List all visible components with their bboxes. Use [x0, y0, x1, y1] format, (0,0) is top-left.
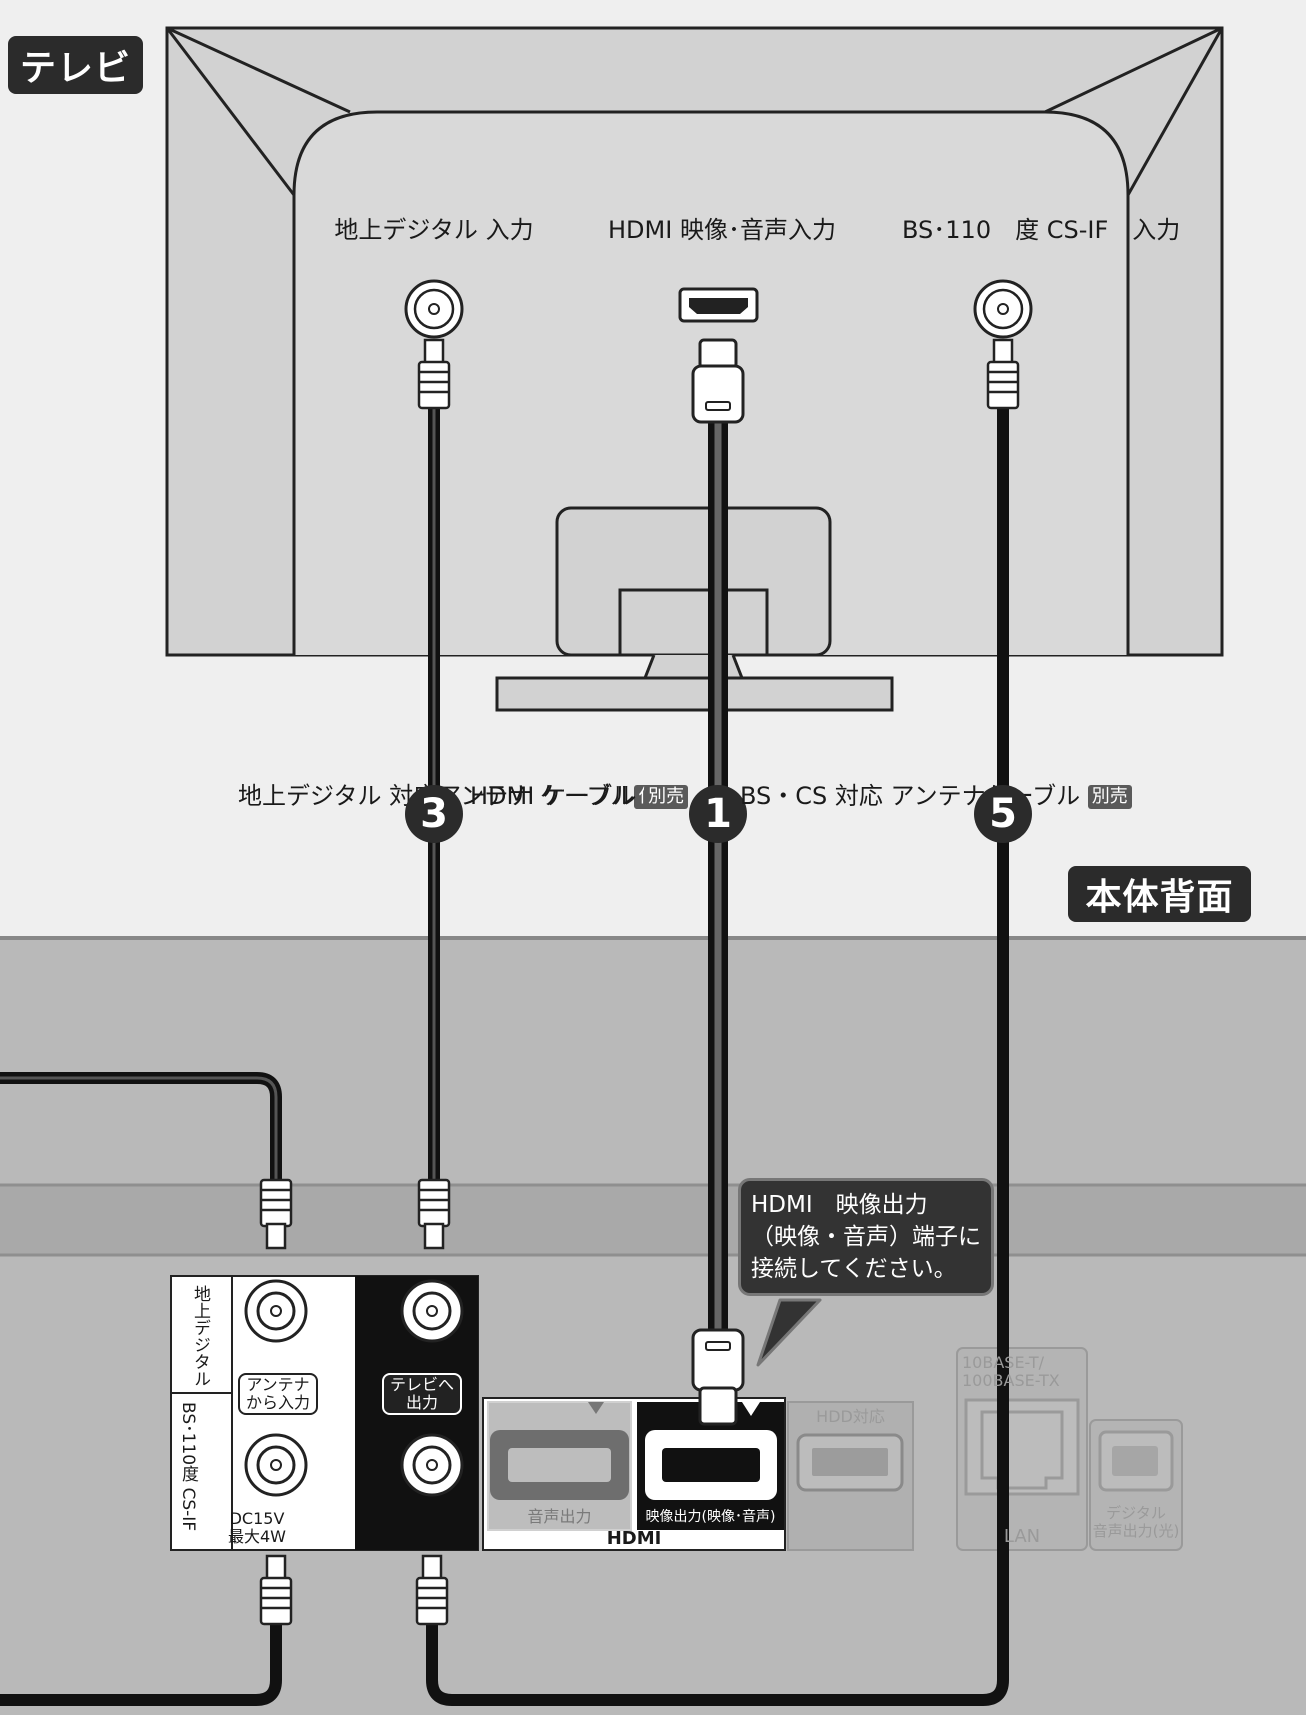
label-line: 出力	[406, 1393, 439, 1412]
unit-tag: 本体背面	[1068, 866, 1251, 922]
recorder-terrestrial-in-jack	[244, 1279, 308, 1343]
label-line: アンテナ	[246, 1375, 310, 1394]
tv-out-label: テレビへ 出力	[382, 1373, 463, 1415]
label-line: DC15V	[229, 1509, 285, 1528]
cable-1-label: HDMI ケーブル 別売	[470, 782, 689, 811]
cable-5-number: 5	[974, 785, 1032, 843]
tv-hdmi-port	[678, 287, 759, 323]
terrestrial-vertical-label: 地上デジタル	[190, 1285, 210, 1387]
label-line: BS・CS 対応	[740, 782, 883, 810]
label-line: 地上デジタル	[334, 216, 478, 244]
hdmi-plug-bottom	[691, 1328, 745, 1426]
label-line: 100BASE-TX	[962, 1371, 1060, 1390]
recorder-bs-in-jack	[244, 1433, 308, 1497]
lan-label: LAN	[1003, 1526, 1041, 1547]
bs-vertical-label: BS･110度 CS-IF	[178, 1402, 198, 1532]
label-line: 映像･音声入力	[679, 216, 836, 244]
hdmi-callout: HDMI 映像出力 （映像・音声）端子に 接続してください。	[738, 1178, 994, 1296]
label-line: HDMI	[608, 216, 673, 244]
audio-out-label: 音声出力	[527, 1507, 592, 1526]
lan-spec-label: 10BASE-T/ 100BASE-TX	[962, 1354, 1060, 1390]
label-line: 最大4W	[228, 1527, 287, 1546]
label-line: 音声出力(光)	[1092, 1522, 1180, 1540]
label-line: 10BASE-T/	[962, 1353, 1045, 1372]
f-plugs	[259, 338, 1020, 1626]
label-line: HDMI ケーブル	[470, 782, 637, 810]
tv-bs-label: BS･110 度 CS-IF 入力	[902, 216, 1180, 245]
callout-line: 接続してください。	[751, 1256, 957, 1282]
hdmi-plug-top	[691, 338, 745, 424]
label-line: BS･110 度	[902, 216, 1040, 244]
cable-3-number: 3	[405, 785, 463, 843]
tv-terrestrial-jack	[404, 279, 464, 339]
tv-tag: テレビ	[8, 36, 143, 94]
antenna-in-label: アンテナ から入力	[238, 1373, 319, 1415]
dc-note: DC15V 最大4W	[228, 1510, 286, 1546]
recorder-terrestrial-out-jack	[400, 1279, 464, 1343]
hdd-label: HDD対応	[816, 1407, 885, 1426]
label-line: から入力	[246, 1393, 311, 1412]
cable-5	[426, 389, 1009, 1706]
recorder-bs-out-jack	[400, 1433, 464, 1497]
label-line: 地上デジタル	[238, 782, 382, 810]
label-line: テレビへ	[390, 1375, 455, 1394]
callout-line: （映像・音声）端子に	[751, 1224, 981, 1250]
sold-separately-badge: 別売	[1087, 785, 1132, 809]
tv-bs-jack	[973, 279, 1033, 339]
label-line: CS-IF 入力	[1046, 216, 1181, 244]
label-line: デジタル	[1106, 1504, 1166, 1522]
sold-separately-badge: 別売	[644, 785, 689, 809]
video-out-label: 映像出力(映像･音声)	[645, 1509, 776, 1525]
tv-hdmi-label: HDMI 映像･音声入力	[608, 216, 836, 245]
hdmi-label: HDMI	[606, 1528, 662, 1549]
cable-bs-in	[0, 1594, 282, 1706]
tv-terrestrial-label: 地上デジタル 入力	[324, 216, 544, 245]
callout-pointer	[756, 1298, 822, 1367]
callout-line: HDMI 映像出力	[751, 1192, 928, 1218]
digital-audio-label: デジタル 音声出力(光)	[1090, 1504, 1182, 1540]
label-line: ケーブル	[539, 782, 635, 810]
label-line: 入力	[485, 216, 534, 244]
tv-stand-base	[495, 676, 894, 712]
cable-1-number: 1	[689, 785, 747, 843]
